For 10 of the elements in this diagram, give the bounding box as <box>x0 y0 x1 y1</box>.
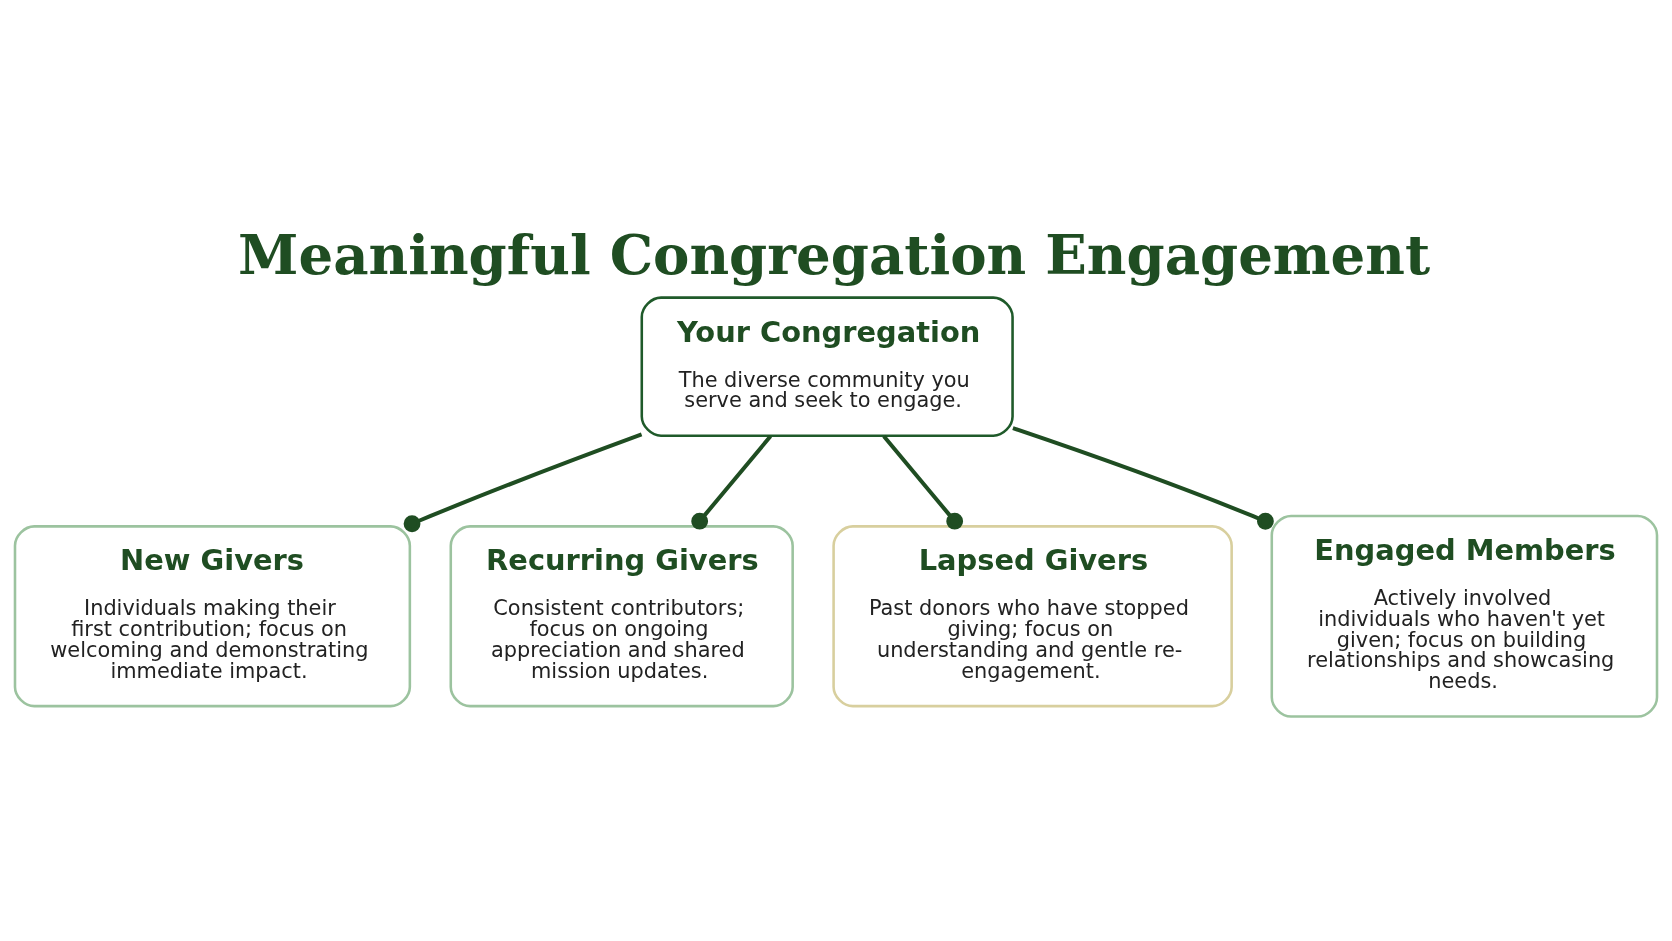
node-box: Lapsed Givers Past donors who have stopped giving; focus on understanding and gentle re-engagement. <box>832 524 1233 707</box>
diagram-title: Meaningful Congregation Engagement <box>238 222 1431 287</box>
node-box: Engaged Members Actively involved individuals who haven't yet given; focus on building relationships and showcasing needs. <box>1270 514 1659 718</box>
connector <box>882 434 964 530</box>
node-box: New Givers Individuals making their first contribution; focus on welcoming and demonstrating immediate impact. <box>13 524 412 707</box>
connector <box>403 432 643 532</box>
node-box: Recurring Givers Consistent contributors; focus on ongoing appreciation and shared mission updates. <box>449 524 794 707</box>
connector <box>691 434 773 530</box>
node-box: Your Congregation The diverse community you serve and seek to engage. <box>640 295 1014 437</box>
connector <box>1012 425 1274 530</box>
